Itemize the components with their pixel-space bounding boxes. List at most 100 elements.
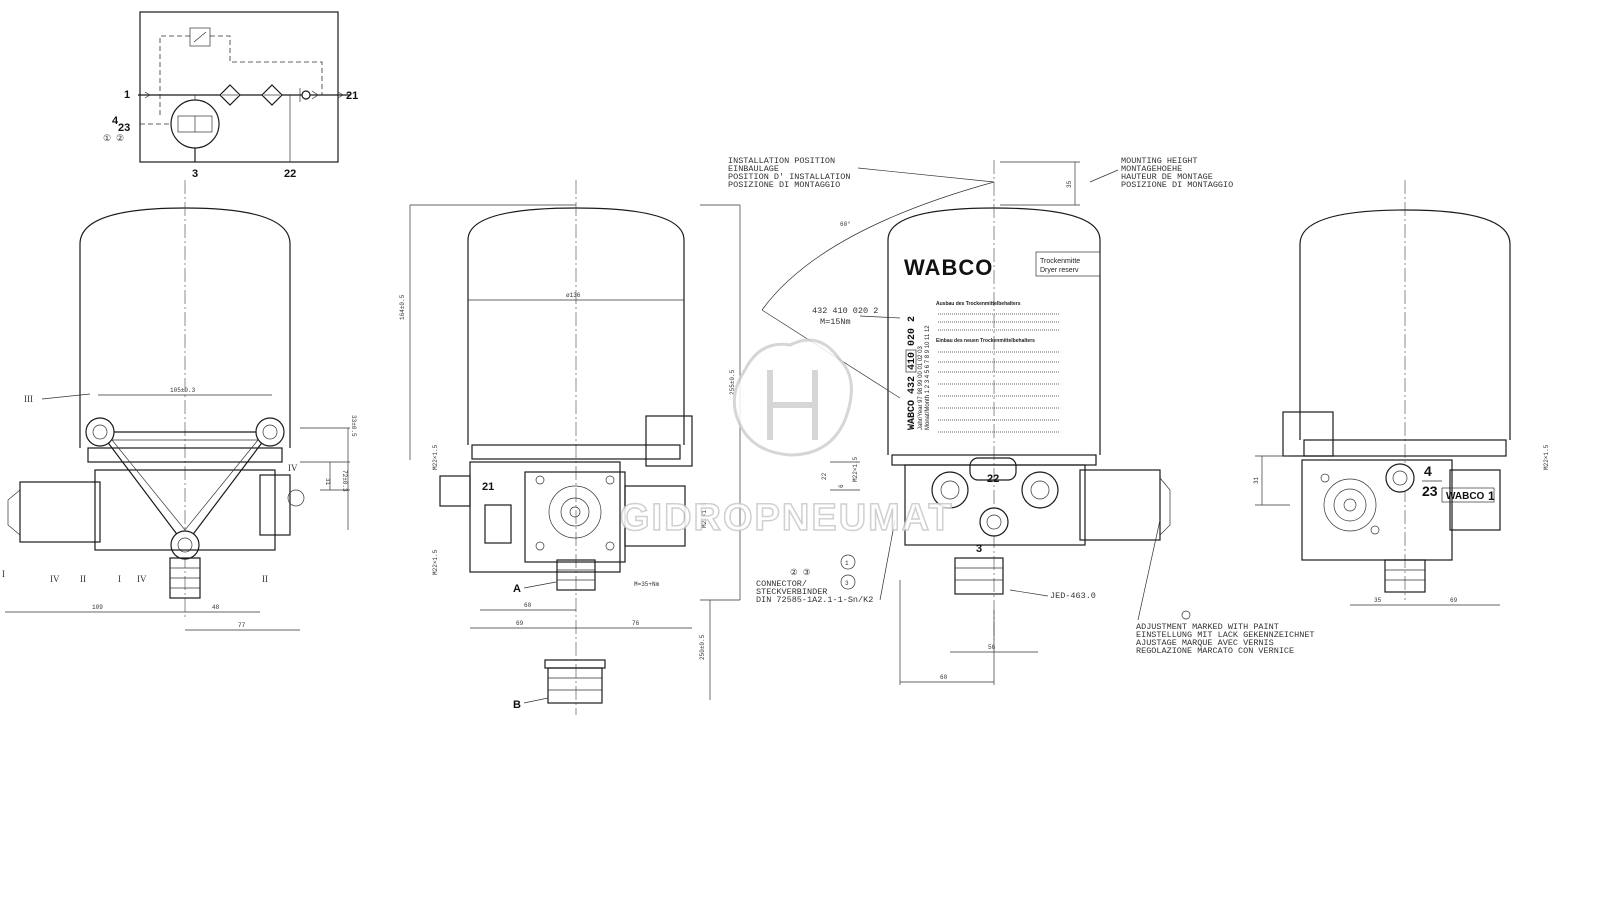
callout-circle-3 xyxy=(840,574,856,590)
dim-250: 250±0.5 xyxy=(699,634,706,660)
label-i: I xyxy=(118,574,121,584)
mounting-line-2: MONTAGEHOEHE xyxy=(1121,164,1182,174)
label-box-2: Dryer reserv xyxy=(1040,267,1079,274)
view-front-left: 105±0.3 33±0.5 31 72±0.3 109 48 77 III I… xyxy=(2,180,357,631)
install-line-3: POSITION D' INSTALLATION xyxy=(728,172,850,182)
schematic-frame xyxy=(139,11,339,163)
mounting-line-4: POSIZIONE DI MONTAGGIO xyxy=(1121,180,1233,190)
drain-a xyxy=(556,559,596,591)
connector-line-2: STECKVERBINDER xyxy=(756,587,827,597)
watermark: GIDROPNEUMAT xyxy=(619,338,954,540)
dim-thread-b: M22×1.5 xyxy=(432,549,439,575)
mount-hole-left xyxy=(85,417,115,447)
port-21-label: 21 xyxy=(482,481,494,493)
mount-hole-right xyxy=(255,417,285,447)
vertical-year: Jahr/Year 97 98 99 00 01 02 03 xyxy=(918,345,924,430)
dim-109: 109 xyxy=(92,604,103,611)
view-right-side: 4 23 WABCO 1 31 M22×1.5 35 69 ADJUSTMENT… xyxy=(1136,180,1550,656)
schematic-port-3: 3 xyxy=(192,168,198,180)
dim-69-right: 69 xyxy=(1450,597,1458,604)
drain-c xyxy=(954,557,1004,595)
mounting-bracket xyxy=(98,431,272,546)
port-22-right-boss xyxy=(1021,471,1059,509)
angle-60: 60° xyxy=(840,221,851,228)
dim-33: 33±0.5 xyxy=(350,415,357,437)
mounting-line-1: MOUNTING HEIGHT xyxy=(1121,156,1198,166)
heater-housing xyxy=(19,481,101,543)
check-valve-symbol xyxy=(301,90,311,100)
port-22-label: 22 xyxy=(987,473,999,485)
schematic-port-23: 23 xyxy=(118,122,130,134)
install-angle-arc xyxy=(761,181,995,311)
label-iv-mid: IV xyxy=(137,574,147,584)
dim-77: 77 xyxy=(238,622,246,629)
label-iii: III xyxy=(24,394,33,404)
dim-48: 48 xyxy=(212,604,220,611)
label-b: B xyxy=(513,699,521,711)
vertical-part-label: WABCO 432 410 020 2 xyxy=(907,316,918,430)
install-line-4: POSIZIONE DI MONTAGGIO xyxy=(728,180,840,190)
port-3-label: 3 xyxy=(976,543,982,555)
watermark-text: GIDROPNEUMAT xyxy=(620,497,954,539)
dim-diameter: ø136 xyxy=(566,292,581,299)
schematic-symbol-2: ② xyxy=(116,133,124,143)
install-line-1: INSTALLATION POSITION xyxy=(728,156,835,166)
port-22-left-boss xyxy=(931,471,969,509)
wabco-plate xyxy=(1441,487,1495,503)
brand-logo-text: WABCO xyxy=(904,255,993,280)
adjustment-line-1: ADJUSTMENT MARKED WITH PAINT xyxy=(1136,622,1279,632)
view-label-side: INSTALLATION POSITION EINBAULAGE POSITIO… xyxy=(728,156,1233,685)
install-line-2: EINBAULAGE xyxy=(728,164,779,174)
callout-3: 3 xyxy=(845,580,849,587)
callout-circle-1 xyxy=(840,554,856,570)
schematic-port-22: 22 xyxy=(284,168,296,180)
thread-right: M22×1.5 xyxy=(1543,444,1550,470)
instructions-title-2: Einbau des neuen Trockenmittelbehalters xyxy=(936,338,1035,344)
port-3-boss xyxy=(979,507,1009,537)
connector-line-1: CONNECTOR/ xyxy=(756,579,807,589)
dim-60: 60 xyxy=(524,602,532,609)
dim-105: 105±0.3 xyxy=(170,387,196,394)
adjustment-line-2: EINSTELLUNG MIT LACK GEKENNZEICHNET xyxy=(1136,630,1315,640)
label-iv-right: IV xyxy=(288,463,298,473)
schematic-symbol-1: ① xyxy=(103,133,111,143)
part-number-callout: 432 410 020 2 xyxy=(812,306,878,316)
label-ii-left: II xyxy=(80,574,86,584)
connector-line-3: DIN 72585-1A2.1-1-Sn/K2 xyxy=(756,595,873,605)
dim-31: 31 xyxy=(324,478,331,486)
torque-callout: M=15Nm xyxy=(820,317,851,327)
vertical-month: Monat/Month 1 2 3 4 5 6 7 8 9 10 11 12 xyxy=(925,325,931,430)
dim-thread-c: M22×1.5 xyxy=(701,502,708,528)
mount-hole-bottom xyxy=(170,530,200,560)
dim-56: 56 xyxy=(988,644,996,651)
drain-d xyxy=(1384,559,1426,593)
port-4-23-boss xyxy=(1385,463,1415,493)
dim-6: 6 xyxy=(838,484,845,488)
connector-symbols: ② ③ xyxy=(790,568,811,578)
label-iv-left: IV xyxy=(50,574,60,584)
thread-side: M22×1.5 xyxy=(852,456,859,482)
pilot-valve-symbol xyxy=(189,27,211,47)
dim-164: 164±0.5 xyxy=(399,294,406,320)
pneumatic-schematic: 1 21 4 23 3 22 ① ② xyxy=(103,11,358,180)
dim-mount-35: 35 xyxy=(1066,180,1073,188)
dim-22: 22 xyxy=(821,472,828,480)
label-box-1: Trockenmitte xyxy=(1040,258,1080,265)
label-i-left: I xyxy=(2,569,5,579)
adjustment-line-4: REGOLAZIONE MARCATO CON VERNICE xyxy=(1136,646,1294,656)
drain-b xyxy=(544,659,606,669)
adjustment-line-3: AJUSTAGE MARQUE AVEC VERNIS xyxy=(1136,638,1274,648)
dim-72: 72±0.3 xyxy=(341,470,348,492)
port-23-label: 23 xyxy=(1422,483,1438,499)
instructions-title-1: Ausbau des Trockenmittelbehalters xyxy=(936,301,1021,307)
port-1-label: 1 xyxy=(1488,489,1495,503)
dim-60-bottom: 60 xyxy=(940,674,948,681)
watermark-logo xyxy=(732,338,853,457)
view-front-center: ø136 164±0.5 255±0.5 250±0.5 M22×1 xyxy=(399,180,741,715)
port-4-label: 4 xyxy=(1424,463,1432,479)
torque-a: M=35+Nm xyxy=(634,581,660,588)
jed-label: JED-463.0 xyxy=(1050,591,1096,601)
dim-76: 76 xyxy=(632,620,640,627)
dim-31-right: 31 xyxy=(1253,476,1260,484)
label-a: A xyxy=(513,583,521,595)
